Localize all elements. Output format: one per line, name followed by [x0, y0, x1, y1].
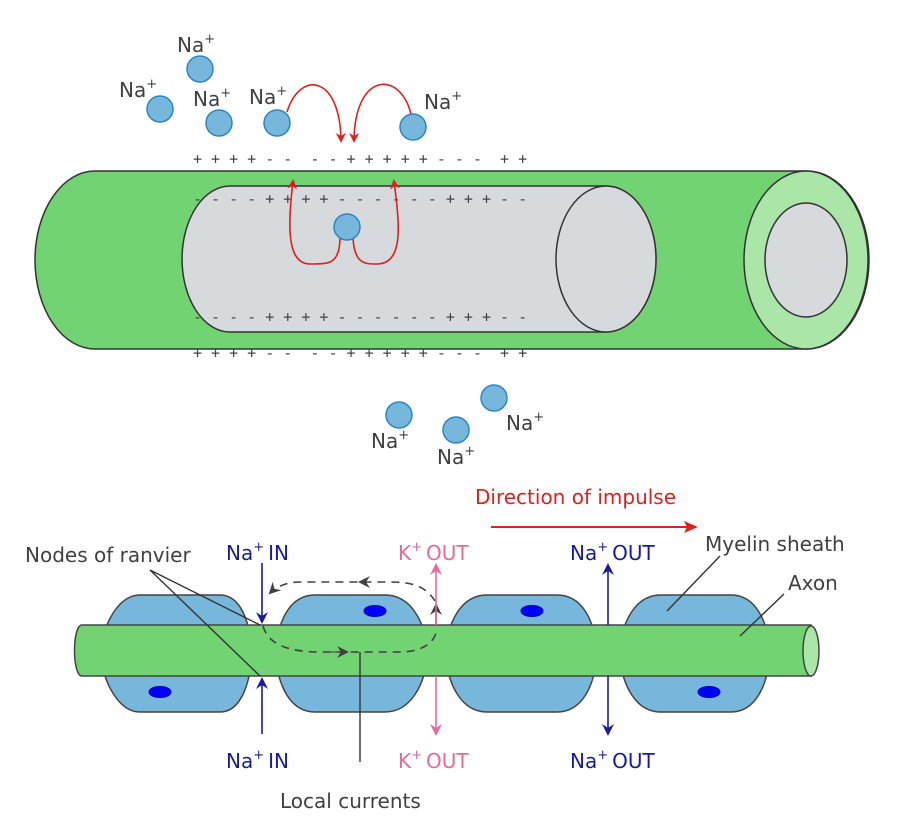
k-out-bottom-label: K+OUT	[398, 748, 469, 773]
axon-label: Axon	[788, 571, 838, 595]
svg-text:Na+: Na+	[249, 84, 287, 109]
myelin-sheath-label: Myelin sheath	[705, 532, 845, 556]
ion-flux-arrows	[256, 563, 614, 736]
charges-top-diagram: + + + + - - - - + + + + + - - - + + - - …	[193, 150, 527, 362]
na-out-bottom-label: Na+OUT	[570, 748, 656, 773]
svg-text:Na+: Na+	[371, 428, 409, 453]
sodium-ion: Na+	[249, 84, 291, 137]
sodium-ion-inside	[333, 213, 361, 241]
inner-top-charges: - - - - + + + + - - - - - - + + + - -	[193, 190, 527, 208]
svg-text:Na+: Na+	[437, 444, 475, 469]
sodium-ion: Na+	[177, 32, 215, 83]
svg-text:Na+: Na+	[193, 86, 231, 111]
sodium-ion: Na+	[371, 401, 413, 453]
na-out-top-label: Na+OUT	[570, 540, 656, 565]
sodium-ion: Na+	[480, 384, 544, 435]
axon-end-face	[764, 202, 848, 318]
nucleus	[520, 605, 544, 617]
sodium-ion: Na+	[193, 86, 233, 137]
na-in-bottom-label: Na+IN	[226, 748, 289, 773]
sodium-ion: Na+	[437, 416, 475, 469]
local-currents-label: Local currents	[280, 789, 421, 813]
bottom-labels: Nodes of ranvier Myelin sheath Axon Loca…	[25, 532, 845, 813]
na-in-top-label: Na+IN	[226, 540, 289, 565]
k-out-top-label: K+OUT	[398, 540, 469, 565]
svg-text:Na+: Na+	[119, 77, 157, 102]
nodes-of-ranvier-label: Nodes of ranvier	[25, 543, 191, 567]
schwann-nuclei	[148, 605, 721, 698]
axon-bottom	[73, 624, 820, 677]
svg-text:Na+: Na+	[177, 32, 215, 57]
sodium-influx-arrows	[286, 83, 412, 265]
nucleus	[363, 605, 387, 617]
sodium-ion: Na+	[119, 77, 174, 123]
inner-bottom-charges: - - - - + + + + - - - - - - + + + - -	[193, 308, 527, 326]
sodium-ions: Na+ Na+ Na+ Na+ Na+ Na+ Na+	[119, 32, 544, 469]
callout-lines	[149, 555, 785, 762]
direction-of-impulse: Direction of impulse	[475, 485, 698, 533]
outer-top-charges: + + + + - - - - + + + + + - - - + +	[193, 150, 527, 168]
nucleus	[697, 686, 721, 698]
nucleus	[148, 686, 172, 698]
myelinated-axon-3d	[34, 170, 870, 350]
outer-bottom-charges: + + + + - - - - + + + + + - - - + +	[193, 344, 527, 362]
axon-inner-end	[555, 185, 657, 333]
axon-end	[802, 625, 820, 677]
axon-body	[73, 624, 812, 677]
svg-text:Na+: Na+	[506, 410, 544, 435]
svg-text:Na+: Na+	[424, 89, 462, 114]
direction-label: Direction of impulse	[475, 485, 676, 509]
sodium-ion: Na+	[399, 89, 462, 141]
